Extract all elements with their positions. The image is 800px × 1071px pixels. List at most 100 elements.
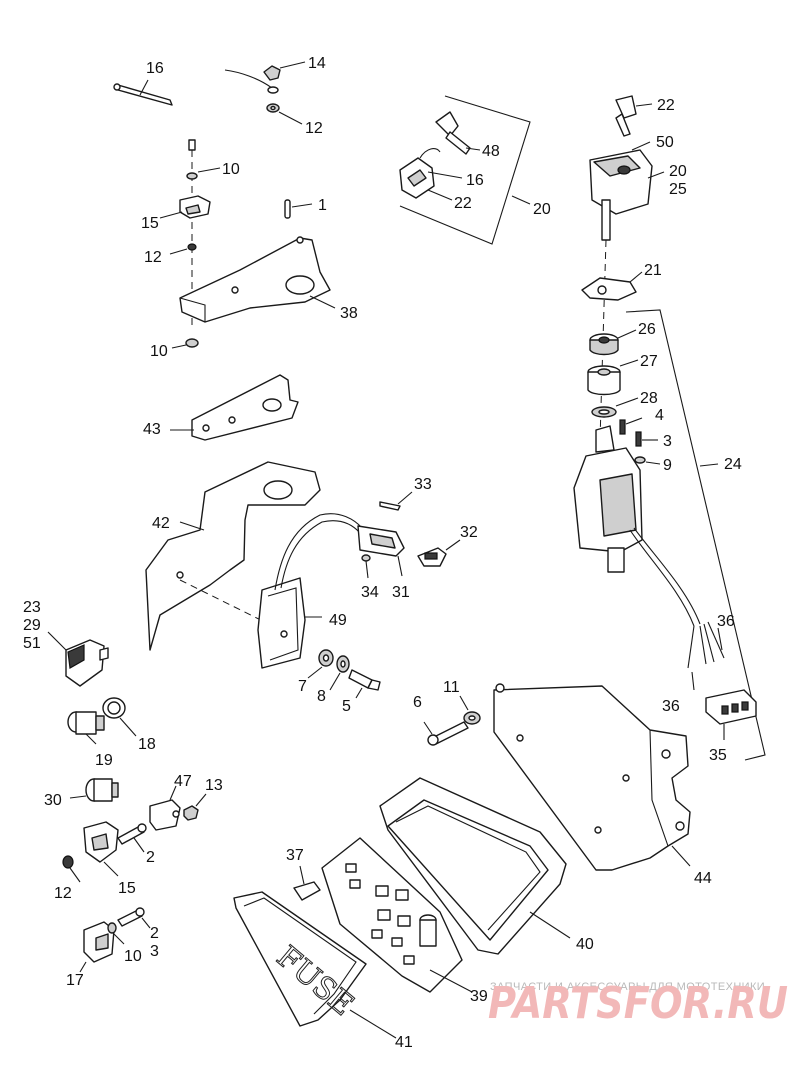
callout-48: 48 (482, 143, 500, 160)
callout-50: 50 (656, 134, 674, 151)
washer-12-top (266, 103, 303, 125)
ignition-cap-25 (589, 141, 665, 241)
callout-5: 5 (342, 698, 351, 715)
callout-29: 29 (23, 617, 41, 634)
callout-41: 41 (395, 1034, 413, 1051)
pin-1 (284, 199, 313, 219)
callout-16: 16 (146, 60, 164, 77)
callout-10: 10 (124, 948, 142, 965)
washer-11 (459, 695, 481, 725)
callout-20: 20 (533, 201, 551, 218)
callout-3: 3 (150, 943, 159, 960)
washer-9 (634, 456, 661, 465)
callout-36: 36 (662, 698, 680, 715)
callout-23: 23 (23, 599, 41, 616)
callout-7: 7 (298, 678, 307, 695)
screw-5 (348, 669, 381, 699)
bushing-26 (589, 329, 637, 356)
washer-10-bottom (171, 338, 199, 349)
callout-21: 21 (644, 262, 662, 279)
screw-4 (619, 417, 643, 435)
fuse-37 (293, 865, 321, 901)
callout-12: 12 (144, 249, 162, 266)
rocker-switch-23 (47, 631, 109, 687)
callout-44: 44 (694, 870, 712, 887)
callout-25: 25 (669, 181, 687, 198)
key-48 (435, 111, 481, 155)
callout-30: 30 (44, 792, 62, 809)
callout-1: 1 (318, 197, 327, 214)
ignition-switch-body (573, 425, 725, 691)
pin-34 (361, 554, 371, 579)
plate-21 (581, 271, 643, 301)
callout-49: 49 (329, 612, 347, 629)
bolt-6 (423, 721, 469, 746)
callout-18: 18 (138, 736, 156, 753)
watermark: ЗАПЧАСТИ И АКСЕССУАРЫ ДЛЯ МОТОТЕХНИКИ PA… (488, 978, 788, 1029)
bracket-43 (170, 374, 299, 441)
clip-14 (224, 61, 306, 94)
callout-26: 26 (638, 321, 656, 338)
key-fob-22 (399, 148, 463, 201)
callout-20: 20 (669, 163, 687, 180)
clip-15-bottom (83, 821, 119, 877)
screw-2-lower (117, 907, 151, 929)
watermark-caption: ЗАПЧАСТИ И АКСЕССУАРЫ ДЛЯ МОТОТЕХНИКИ (490, 981, 765, 993)
callout-28: 28 (640, 390, 658, 407)
washer-12-mid (169, 243, 197, 255)
ring-18 (102, 697, 137, 737)
switch-30 (69, 778, 119, 802)
callout-27: 27 (640, 353, 658, 370)
callout-19: 19 (95, 752, 113, 769)
callout-8: 8 (317, 688, 326, 705)
callout-3: 3 (663, 433, 672, 450)
callout-43: 43 (143, 421, 161, 438)
bracket-line-24 (625, 309, 766, 761)
washer-8 (329, 655, 350, 691)
collar-27 (587, 359, 639, 396)
callout-10: 10 (222, 161, 240, 178)
connector-31 (357, 525, 405, 577)
watermark-brand: PARTSFOR.RU (488, 978, 788, 1029)
callout-35: 35 (709, 747, 727, 764)
callout-38: 38 (340, 305, 358, 322)
fuse-cover-41 (233, 891, 397, 1039)
callout-51: 51 (23, 635, 41, 652)
clamp-47 (149, 785, 181, 831)
washer-12-lower (62, 855, 81, 883)
callout-9: 9 (663, 457, 672, 474)
washer-10-lower (107, 922, 125, 945)
callout-31: 31 (392, 584, 410, 601)
callout-34: 34 (361, 584, 379, 601)
fuse-box-housing-40 (379, 777, 571, 955)
callout-32: 32 (460, 524, 478, 541)
terminal-33 (379, 491, 413, 511)
callout-16: 16 (466, 172, 484, 189)
callout-37: 37 (286, 847, 304, 864)
key-22-right (615, 95, 653, 137)
control-module-49 (257, 513, 363, 669)
callout-17: 17 (66, 972, 84, 989)
callout-15: 15 (118, 880, 136, 897)
sender-19 (67, 711, 105, 745)
bracket-38 (179, 236, 336, 323)
callout-42: 42 (152, 515, 170, 532)
callout-15: 15 (141, 215, 159, 232)
washer-7 (307, 649, 334, 679)
connector-32 (417, 539, 461, 567)
callout-12: 12 (305, 120, 323, 137)
callout-24: 24 (724, 456, 742, 473)
callout-4: 4 (655, 407, 664, 424)
callout-36: 36 (717, 613, 735, 630)
callout-14: 14 (308, 55, 326, 72)
callout-2: 2 (150, 925, 159, 942)
cable-tie-16 (113, 79, 173, 106)
ring-28 (591, 397, 639, 418)
callout-10: 10 (150, 343, 168, 360)
key-group-frame (399, 95, 531, 245)
fuse-panel-39 (321, 837, 473, 993)
screw-3-right (635, 431, 658, 447)
callout-33: 33 (414, 476, 432, 493)
callout-22: 22 (657, 97, 675, 114)
